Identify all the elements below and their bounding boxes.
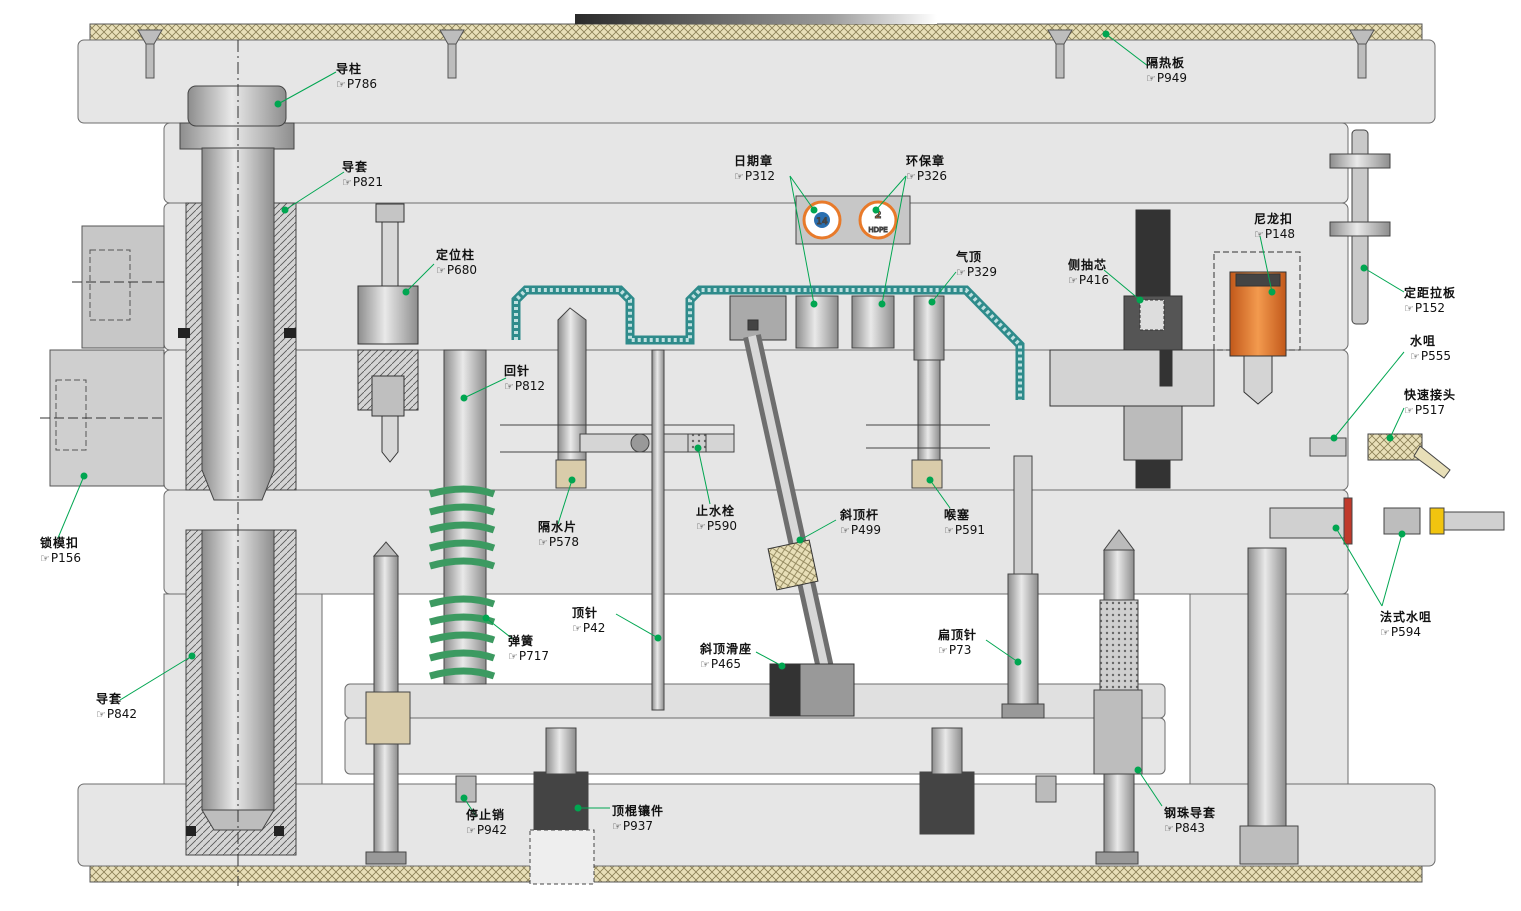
label-ball-bush: 钢珠导套☞P843	[1164, 806, 1217, 835]
mold-lock-assembly	[40, 225, 165, 487]
label-eco-stamp: 环保章☞P326	[906, 154, 948, 183]
stamp-assembly: 14 2 HDPE	[795, 195, 911, 349]
pointing-hand-icon: ☞	[436, 264, 446, 277]
pointing-hand-icon: ☞	[906, 170, 916, 183]
pointing-hand-icon: ☞	[336, 78, 346, 91]
label-throat-plug: 喉塞☞P591	[944, 508, 986, 537]
pointing-hand-icon: ☞	[466, 824, 476, 837]
label-heat-insulation: 隔热板☞P949	[1146, 56, 1188, 85]
pointing-hand-icon: ☞	[734, 170, 744, 183]
pointing-hand-icon: ☞	[1404, 302, 1414, 315]
label-flat-ejector: 扁顶针☞P73	[938, 628, 978, 657]
label-ejector-pin: 顶针☞P42	[572, 606, 606, 635]
label-air-poppet: 气顶☞P329	[956, 250, 998, 279]
guide-pillar-assembly	[178, 40, 297, 886]
lifter-assembly	[729, 295, 855, 717]
pointing-hand-icon: ☞	[840, 524, 850, 537]
pointing-hand-icon: ☞	[1254, 228, 1264, 241]
pointing-hand-icon: ☞	[508, 650, 518, 663]
recycle-number: 2	[875, 210, 882, 221]
pointing-hand-icon: ☞	[504, 380, 514, 393]
pointing-hand-icon: ☞	[612, 820, 622, 833]
label-side-core: 侧抽芯☞P416	[1068, 258, 1110, 287]
pointing-hand-icon: ☞	[696, 520, 706, 533]
ejector-pin	[651, 349, 665, 711]
label-date-stamp: 日期章☞P312	[734, 154, 776, 183]
label-lifter-slide-base: 斜顶滑座☞P465	[700, 642, 753, 671]
pointing-hand-icon: ☞	[1410, 350, 1420, 363]
label-water-plug: 水咀☞P555	[1410, 334, 1452, 363]
label-puller-plate: 定距拉板☞P152	[1404, 286, 1457, 315]
label-return-pin: 回针☞P812	[504, 364, 546, 393]
pointing-hand-icon: ☞	[700, 658, 710, 671]
ejector-plate	[344, 717, 1166, 775]
label-guide-pillar: 导柱☞P786	[336, 62, 378, 91]
pointing-hand-icon: ☞	[1164, 822, 1174, 835]
pointing-hand-icon: ☞	[956, 266, 966, 279]
pointing-hand-icon: ☞	[944, 524, 954, 537]
bottom-clamp-plate	[77, 783, 1436, 867]
pointing-hand-icon: ☞	[96, 708, 106, 721]
pointing-hand-icon: ☞	[1146, 72, 1156, 85]
locating-pin-assembly	[357, 203, 419, 463]
label-stop-plug: 止水栓☞P590	[696, 504, 738, 533]
pointing-hand-icon: ☞	[342, 176, 352, 189]
label-spring: 弹簧☞P717	[508, 634, 550, 663]
label-locating-pin: 定位柱☞P680	[436, 248, 478, 277]
side-core-assembly	[1049, 209, 1215, 489]
pointing-hand-icon: ☞	[572, 622, 582, 635]
label-quick-coupler: 快速接头☞P517	[1404, 388, 1457, 417]
pointing-hand-icon: ☞	[1404, 404, 1414, 417]
label-mold-lock: 锁模扣☞P156	[40, 536, 82, 565]
puller-plate-assembly	[1329, 129, 1391, 325]
cooling-fittings	[1269, 433, 1505, 545]
label-guide-bush-top: 导套☞P821	[342, 160, 384, 189]
pointing-hand-icon: ☞	[1068, 274, 1078, 287]
recycle-text: HDPE	[868, 226, 887, 234]
label-french-nozzle: 法式水咀☞P594	[1380, 610, 1433, 639]
leader-lines	[57, 30, 1406, 817]
pointing-hand-icon: ☞	[40, 552, 50, 565]
date-stamp-number: 14	[816, 217, 828, 227]
nylon-lock-assembly	[1213, 251, 1301, 405]
pointing-hand-icon: ☞	[938, 644, 948, 657]
bottom-insulation-plate	[89, 865, 1423, 883]
pointing-hand-icon: ☞	[538, 536, 548, 549]
top-screws	[137, 29, 1375, 79]
top-insulation-plate	[89, 23, 1423, 41]
air-poppet-assembly	[866, 295, 990, 489]
bottom-components	[365, 455, 1299, 885]
label-lifter-rod: 斜顶杆☞P499	[840, 508, 882, 537]
label-baffle: 隔水片☞P578	[538, 520, 580, 549]
label-nylon-lock: 尼龙扣☞P148	[1254, 212, 1296, 241]
support-plate	[163, 489, 1349, 595]
pointing-hand-icon: ☞	[1380, 626, 1390, 639]
return-pin-spring	[429, 349, 496, 685]
sprue-bar	[575, 14, 937, 24]
label-kicker-insert: 顶棍镶件☞P937	[612, 804, 665, 833]
label-guide-bush-bottom: 导套☞P842	[96, 692, 138, 721]
label-stop-pin: 停止销☞P942	[466, 808, 508, 837]
